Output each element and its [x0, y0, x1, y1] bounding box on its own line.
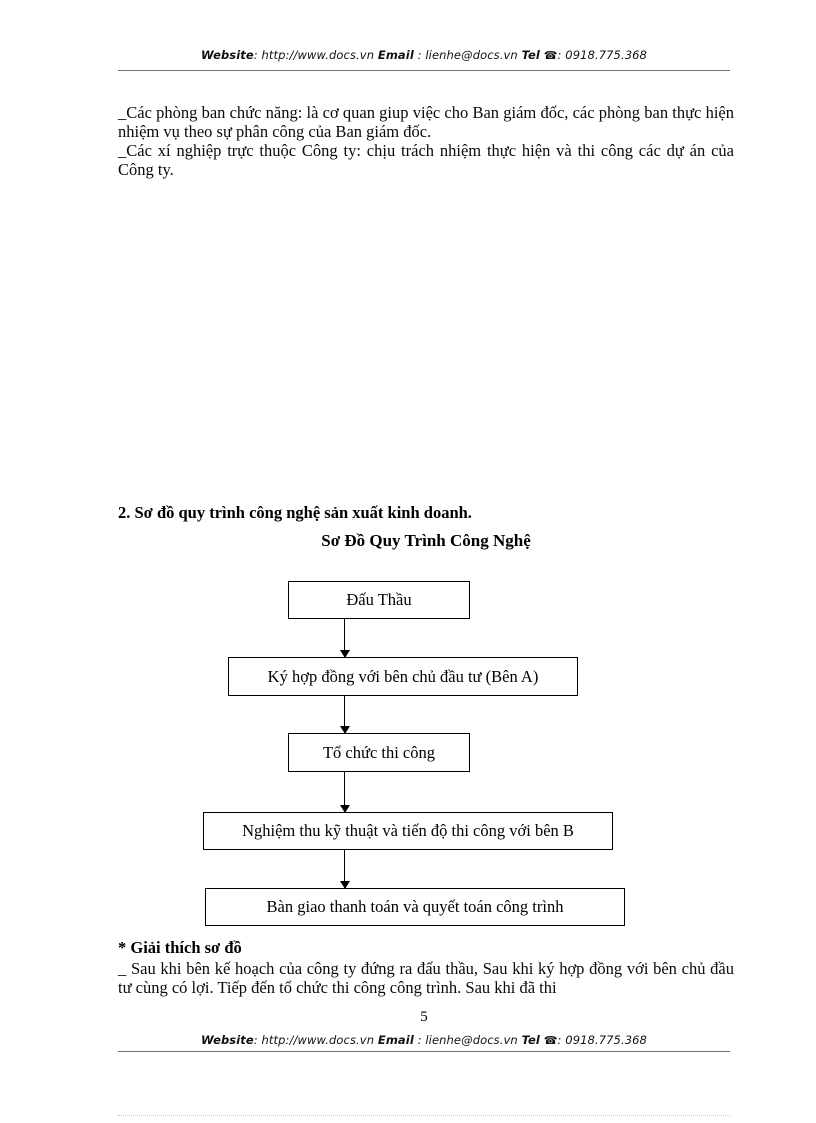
footer-email-sep: : [417, 1033, 422, 1047]
footer-email-value: lienhe@docs.vn [425, 1033, 518, 1047]
footer-telephone-icon: ☎ [543, 1034, 558, 1047]
footer-tel-label: Tel [521, 1033, 540, 1047]
header-website-url: http://www.docs.vn [261, 48, 375, 62]
running-header: Website: http://www.docs.vn Email : lien… [118, 48, 730, 62]
header-email-value: lienhe@docs.vn [425, 48, 518, 62]
footer-website-url: http://www.docs.vn [261, 1033, 375, 1047]
flowchart-node-nghiem-thu[interactable]: Nghiệm thu kỹ thuật và tiến độ thi công … [203, 812, 613, 850]
footer-email-label: Email [377, 1033, 414, 1047]
header-email-label: Email [377, 48, 414, 62]
header-website-sep: : [253, 48, 258, 62]
diagram-title: Sơ Đồ Quy Trình Công Nghệ [321, 531, 531, 550]
page-number: 5 [420, 1009, 428, 1025]
flowchart-node-dau-thau[interactable]: Đấu Thầu [288, 581, 470, 619]
section-heading: 2. Sơ đồ quy trình công nghệ sản xuất ki… [118, 503, 472, 522]
header-tel-value: 0918.775.368 [565, 48, 647, 62]
footer-website-sep: : [253, 1033, 258, 1047]
paragraph-functional-departments: _Các phòng ban chức năng: là cơ quan giu… [118, 103, 734, 141]
header-email-sep: : [417, 48, 422, 62]
paragraph-subsidiary-enterprises: _Các xí nghiệp trực thuộc Công ty: chịu … [118, 141, 734, 179]
explanation-heading: * Giải thích sơ đồ [118, 938, 242, 957]
telephone-icon: ☎ [543, 49, 558, 62]
footer-tel-sep: : [557, 1033, 562, 1047]
flowchart-node-ban-giao[interactable]: Bàn giao thanh toán và quyết toán công t… [205, 888, 625, 926]
flowchart-arrow-3 [340, 772, 351, 813]
page-bottom-edge [118, 1115, 730, 1116]
flowchart-arrow-1 [340, 619, 351, 658]
header-website-label: Website [201, 48, 254, 62]
running-footer: Website: http://www.docs.vn Email : lien… [118, 1033, 730, 1047]
flowchart-node-to-chuc-thi-cong[interactable]: Tổ chức thi công [288, 733, 470, 772]
footer-divider [118, 1051, 730, 1052]
paragraph-explanation: _ Sau khi bên kế hoạch của công ty đứng … [118, 959, 734, 997]
header-tel-label: Tel [521, 48, 540, 62]
header-divider [118, 70, 730, 71]
footer-tel-value: 0918.775.368 [565, 1033, 647, 1047]
header-tel-sep: : [557, 48, 562, 62]
footer-website-label: Website [201, 1033, 254, 1047]
flowchart-arrow-4 [340, 850, 351, 889]
flowchart-node-ky-hop-dong[interactable]: Ký hợp đồng với bên chủ đầu tư (Bên A) [228, 657, 578, 696]
flowchart-arrow-2 [340, 696, 351, 734]
